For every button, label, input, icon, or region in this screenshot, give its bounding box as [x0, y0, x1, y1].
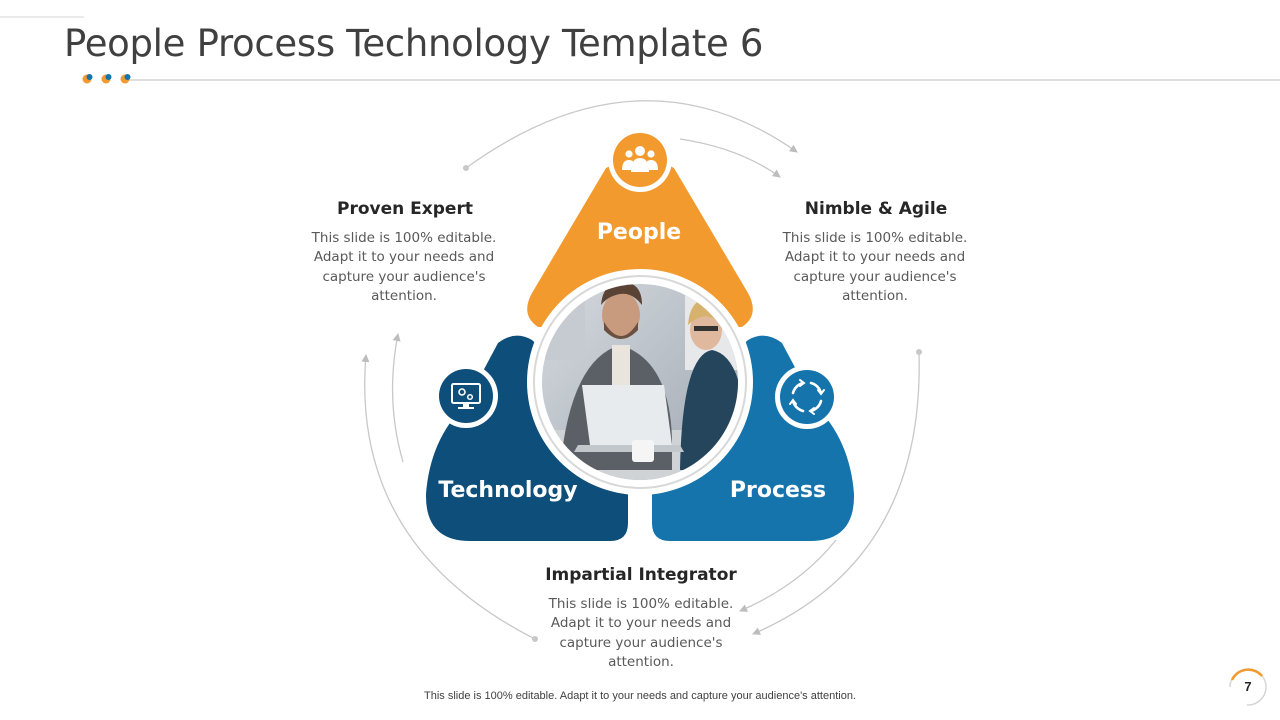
cycle-arrows-icon: [789, 379, 825, 415]
people-icon-badge: [608, 128, 672, 192]
people-label: People: [597, 220, 681, 245]
proven-expert-heading: Proven Expert: [337, 199, 473, 219]
title-dots: [82, 74, 131, 84]
people-group-icon: [622, 146, 658, 172]
nimble-agile-description: This slide is 100% editable. Adapt it to…: [782, 230, 968, 305]
nimble-agile-heading: Nimble & Agile: [804, 199, 948, 219]
header-decoration: [0, 16, 1280, 84]
impartial-integrator-heading: Impartial Integrator: [545, 565, 737, 585]
process-label: Process: [730, 478, 826, 503]
page-title: People Process Technology Template 6: [64, 22, 764, 65]
business-team-photo: [542, 284, 738, 480]
technology-icon-badge: [434, 364, 498, 428]
page-number: 7: [1244, 679, 1252, 694]
cycle-arrows: [361, 100, 922, 642]
footer-note: This slide is 100% editable. Adapt it to…: [424, 690, 856, 702]
technology-label: Technology: [438, 478, 577, 503]
impartial-integrator-description: This slide is 100% editable. Adapt it to…: [548, 596, 734, 671]
proven-expert-description: This slide is 100% editable. Adapt it to…: [311, 230, 497, 305]
page-number-badge: [1229, 668, 1267, 706]
monitor-gears-icon: [451, 383, 481, 409]
process-icon-badge: [775, 365, 839, 429]
